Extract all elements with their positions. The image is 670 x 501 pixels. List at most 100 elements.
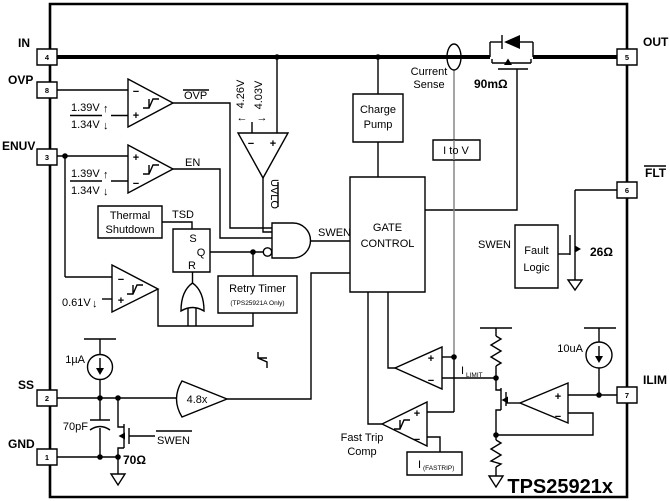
charge-pump-line2: Pump [364,119,393,131]
fault-logic-line2: Logic [523,262,550,274]
reset-threshold-label: 0.61V [62,297,91,309]
ss-capacitor: 70pF [63,420,110,433]
fast-trip-label-line2: Comp [347,446,376,458]
i-to-v-label: I to V [443,145,469,157]
reset-comparator-minus: − [118,274,124,286]
ovp-comparator-minus: − [133,86,139,98]
pin-enuv-label: ENUV [2,139,35,153]
pass-fet: 90mΩ [474,35,533,91]
ss-discharge-fet: SWEN 70Ω [118,424,193,467]
latch-q-label: Q [197,247,206,259]
left-arrow-icon: ← [237,112,248,124]
ifastrip-sub-label: (FASTRIP) [423,465,454,472]
device-boundary [50,4,627,497]
hysteresis-icon [143,99,159,108]
fast-trip-minus: − [414,434,420,446]
uvlo-rising-threshold: 4.26V [235,79,247,108]
inverter-bubble-icon [263,248,271,256]
fault-logic-line1: Fault [524,245,548,257]
pin-gnd: 1 GND [8,437,57,465]
en-comparator-plus: + [133,152,139,164]
pin-ovp-label: OVP [8,73,33,87]
reset-comparator: − + 0.61V ↓ [62,265,158,312]
ss-resistance-label: 70Ω [123,453,146,467]
ovp-output-label: OVP [184,90,207,102]
i-limit-sub-label: LIMIT [466,372,483,379]
pin-gnd-number: 1 [45,453,49,462]
hysteresis-icon [258,352,267,368]
up-arrow-icon: ↑ [103,169,109,181]
ground-symbol-ss [111,474,125,485]
gate-control-line2: CONTROL [361,238,415,250]
up-arrow-icon: ↑ [103,103,109,115]
fault-logic-block: Fault Logic SWEN [478,225,558,288]
uvlo-falling-threshold: 4.03V [253,80,265,109]
latch-s-label: S [189,233,196,245]
i-limit-label: I [461,365,464,377]
pin-in: 4 IN [18,36,57,65]
swen-ss-label: SWEN [157,435,190,447]
pin-flt-number: 6 [625,186,629,195]
pin-enuv: 3 ENUV [2,139,57,165]
en-rising-threshold: 1.39V [71,168,100,180]
fet-arrow-icon [575,245,581,253]
en-falling-threshold: 1.34V [71,185,100,197]
gate-control-block: GATE CONTROL [350,177,425,292]
hysteresis-icon [394,420,410,429]
pin-out-number: 5 [625,53,629,62]
uvlo-comparator-minus: − [248,138,254,150]
pin-gnd-label: GND [8,437,35,451]
current-arrow-icon [595,356,603,363]
current-sense-probe: Current Sense [411,44,461,91]
current-limit-amp: + − I LIMIT [395,347,483,389]
current-limit-amp-minus: − [428,375,434,387]
reset-comparator-plus: + [118,295,124,307]
ovp-rising-threshold: 1.39V [71,102,100,114]
pin-ovp: 8 OVP [8,73,57,98]
ilim-buffer-minus: − [555,411,561,423]
uvlo-output-label: UVLO [268,179,280,209]
capacitor-curved-plate [90,427,110,431]
current-limit-amp-plus: + [428,353,434,365]
ovp-comparator-plus: + [133,110,139,122]
charge-pump-block: Charge Pump [353,94,403,142]
ss-current-label: 1µA [65,354,85,366]
pin-enuv-number: 3 [45,153,49,162]
or-gate [181,283,204,311]
ground-symbol-ilim [489,476,503,487]
ifastrip-label: I [418,459,421,471]
fet-arrow-icon [118,432,125,440]
swen-fault-label: SWEN [478,239,511,251]
ovp-comparator: − + 1.39V ↑ 1.34V ↓ OVP [70,79,209,132]
flt-pulldown-fet: 26Ω [570,233,613,259]
pin-ss: 2 SS [18,378,57,406]
down-arrow-icon: ↓ [103,186,109,198]
ovp-falling-threshold: 1.34V [71,119,100,131]
device-title: TPS25921x [507,476,613,498]
ilim-buffer-amp: + − [520,383,568,423]
tsd-signal-label: TSD [172,209,194,221]
en-output-label: EN [185,157,200,169]
hysteresis-icon [127,285,143,294]
current-sense-line1: Current [411,66,448,78]
right-arrow-icon: → [257,112,268,124]
rail-and-ground-symbols [84,280,616,487]
down-arrow-icon: ↓ [92,298,98,310]
ilim-current-source: 10uA [557,342,612,368]
flt-resistance-label: 26Ω [590,245,613,259]
body-diode-icon [504,35,520,49]
pin-ilim: 7 ILIM [617,373,667,403]
retry-timer-line2: (TPS25921A Only) [230,300,284,307]
current-sense-line2: Sense [413,79,444,91]
hysteresis-icon [143,165,159,174]
uvlo-comparator: − + 4.26V 4.03V ← → UVLO [235,79,288,368]
ilim-current-label: 10uA [557,343,583,355]
down-arrow-icon: ↓ [103,120,109,132]
signal-wires [57,57,617,476]
fet-resistance-label: 90mΩ [474,77,508,91]
pin-in-label: IN [18,36,30,50]
ilim-set-fet [501,388,508,410]
fet-arrow-icon [501,396,508,404]
